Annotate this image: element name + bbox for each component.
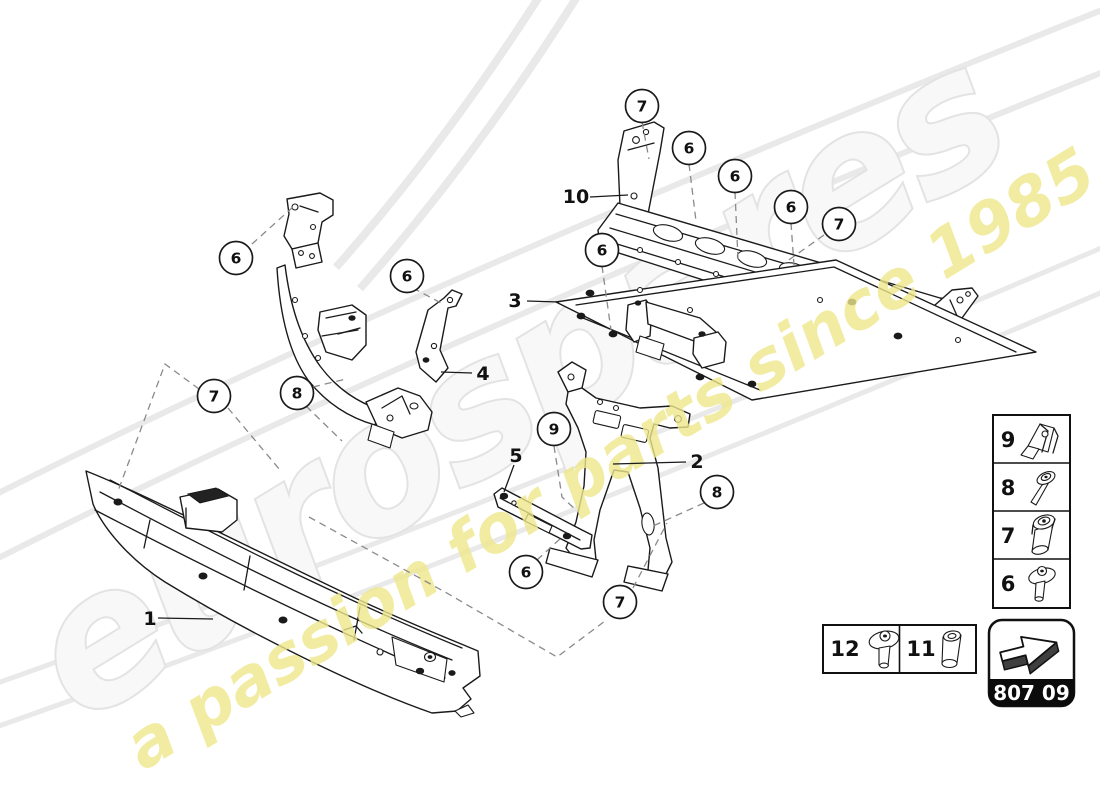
part-label-5: 5 [509, 445, 522, 467]
part-label-4: 4 [476, 363, 489, 385]
svg-text:6: 6 [684, 140, 695, 158]
svg-text:6: 6 [402, 268, 413, 286]
bumper-carrier-drawing [85, 470, 481, 718]
svg-text:6: 6 [521, 564, 532, 582]
callout-6: 6 [671, 130, 707, 166]
flange-screw-icon [1030, 471, 1056, 506]
legend-label-11: 11 [906, 637, 935, 661]
part-label-1: 1 [143, 608, 156, 630]
legend-fastener-row: 12 11 [822, 624, 977, 674]
washer-screw-icon [1028, 565, 1056, 602]
svg-text:6: 6 [231, 250, 242, 268]
callout-7: 7 [821, 206, 857, 242]
svg-text:6: 6 [730, 168, 741, 186]
callouts: 7 6 6 6 7 6 6 6 7 8 9 8 6 7 [196, 88, 857, 620]
callout-6: 6 [218, 240, 254, 276]
callout-7: 7 [196, 378, 232, 414]
svg-text:9: 9 [549, 421, 560, 439]
callout-6: 6 [773, 189, 809, 225]
leader-lines [157, 194, 687, 620]
callout-6: 6 [584, 232, 620, 268]
svg-text:8: 8 [292, 385, 303, 403]
callout-6: 6 [717, 158, 753, 194]
svg-text:7: 7 [209, 388, 220, 406]
callout-8: 8 [699, 474, 735, 510]
legend-label-9: 9 [1001, 428, 1016, 452]
svg-text:6: 6 [597, 242, 608, 260]
legend-label-7: 7 [1001, 524, 1016, 548]
legend-fastener-column: 9 8 7 6 [992, 414, 1071, 609]
part-label-3: 3 [508, 290, 521, 312]
forward-arrow-icon [999, 635, 1060, 675]
part-label-10: 10 [563, 186, 589, 208]
skid-plate-drawing [555, 259, 1037, 401]
callout-7: 7 [602, 584, 638, 620]
legend-label-6: 6 [1001, 572, 1016, 596]
spacer-sleeve-icon [941, 630, 962, 669]
callout-7: 7 [624, 88, 660, 124]
callout-9: 9 [536, 411, 572, 447]
large-washer-screw-icon [868, 630, 900, 669]
svg-text:6: 6 [786, 199, 797, 217]
callout-6: 6 [389, 258, 425, 294]
part-number-labels: 1 2 3 4 5 10 [143, 186, 703, 630]
part-label-2: 2 [690, 451, 703, 473]
svg-text:7: 7 [834, 216, 845, 234]
svg-text:7: 7 [615, 594, 626, 612]
svg-text:7: 7 [637, 98, 648, 116]
callout-6: 6 [508, 554, 544, 590]
support-stand-drawing [545, 361, 691, 592]
dashed-reference-lines [117, 121, 825, 658]
legend-label-12: 12 [830, 637, 859, 661]
clip-nut-icon [1020, 423, 1059, 460]
part-group-code: 807 09 [993, 681, 1070, 705]
shoulder-sleeve-icon [1031, 514, 1056, 555]
callout-8: 8 [279, 375, 315, 411]
svg-text:8: 8 [712, 484, 723, 502]
part-group-nav-box[interactable]: 807 09 [987, 618, 1076, 708]
support-bracket-upper-drawing [276, 192, 463, 449]
mounting-rail-drawing [493, 487, 593, 550]
legend-label-8: 8 [1001, 476, 1016, 500]
part-group-code-bar [989, 679, 1074, 706]
